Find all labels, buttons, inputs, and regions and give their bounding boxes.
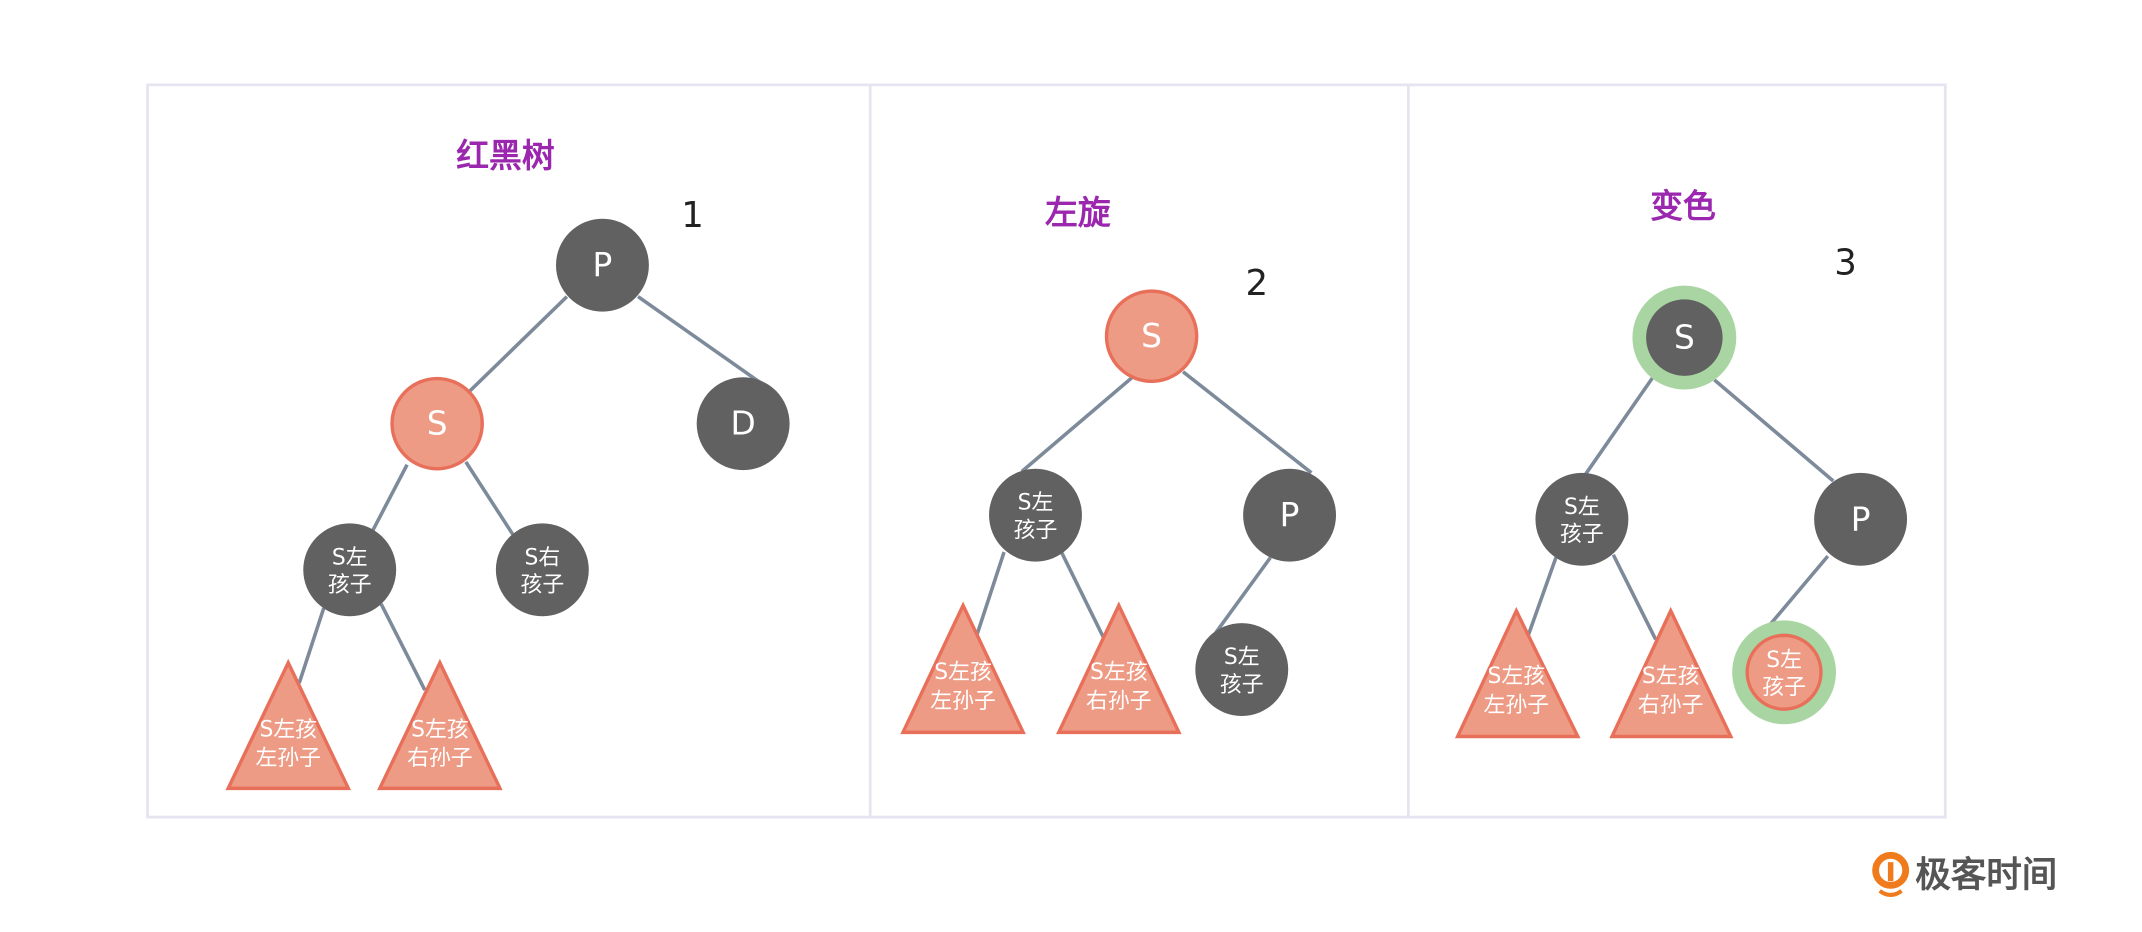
step-number: 3 bbox=[1834, 243, 1857, 284]
node-s-right-child: S右孩子 bbox=[495, 523, 589, 617]
edge bbox=[297, 607, 326, 684]
edge bbox=[1020, 375, 1134, 473]
svg-text:S左孩左孙子: S左孩左孙子 bbox=[930, 660, 996, 714]
svg-text:S左孩子: S左孩子 bbox=[1762, 648, 1806, 700]
step-number: 1 bbox=[681, 195, 704, 236]
edge bbox=[467, 295, 569, 394]
svg-text:S左孩左孙子: S左孩左孙子 bbox=[1484, 664, 1550, 718]
subtree-left-grandchild: S左孩左孙子 bbox=[225, 658, 352, 791]
panel-recolor: 变色 3 S S左孩子 P S左孩子 S左孩左孙子 S左孩右孙子 bbox=[1454, 187, 1908, 739]
svg-text:S: S bbox=[427, 405, 448, 443]
svg-text:P: P bbox=[593, 246, 613, 284]
svg-text:S左孩子: S左孩子 bbox=[1560, 495, 1604, 547]
panel-title: 红黑树 bbox=[456, 137, 554, 175]
node-s-left-child: S左孩子 bbox=[989, 468, 1082, 562]
panel-title: 左旋 bbox=[1045, 194, 1111, 232]
svg-text:S左孩左孙子: S左孩左孙子 bbox=[255, 717, 321, 771]
edge bbox=[1583, 376, 1655, 477]
diagram-frame bbox=[146, 83, 1947, 819]
subtree-right-grandchild: S左孩右孙子 bbox=[1056, 601, 1182, 735]
edge bbox=[1525, 556, 1558, 639]
subtree-right-grandchild: S左孩右孙子 bbox=[1609, 606, 1734, 739]
node-s: S bbox=[1104, 289, 1199, 384]
edge bbox=[1611, 554, 1658, 641]
node-s-recolored: S bbox=[1632, 285, 1737, 390]
svg-text:S左孩子: S左孩子 bbox=[1220, 645, 1264, 697]
edge bbox=[371, 463, 409, 532]
subtree-right-grandchild: S左孩右孙子 bbox=[377, 658, 503, 791]
node-p: P bbox=[1243, 468, 1337, 562]
logo-icon bbox=[1872, 851, 1910, 897]
svg-text:S: S bbox=[1141, 317, 1162, 355]
svg-text:S右孩子: S右孩子 bbox=[520, 545, 564, 597]
geektime-logo: 极客时间 bbox=[1872, 851, 2057, 897]
svg-text:S左孩右孙子: S左孩右孙子 bbox=[407, 717, 473, 771]
node-p-child: S左孩子 bbox=[1195, 623, 1289, 716]
edge bbox=[379, 603, 427, 691]
node-s: S bbox=[390, 376, 484, 471]
subtree-left-grandchild: S左孩左孙子 bbox=[900, 601, 1026, 735]
node-d: D bbox=[696, 377, 790, 471]
svg-text:S左孩子: S左孩子 bbox=[328, 545, 372, 597]
edge bbox=[1058, 548, 1106, 639]
node-p: P bbox=[1814, 472, 1908, 566]
node-p: P bbox=[555, 218, 649, 312]
edge bbox=[464, 460, 516, 537]
edge bbox=[1767, 555, 1830, 627]
edge bbox=[1181, 370, 1313, 475]
svg-text:D: D bbox=[731, 405, 756, 443]
subtree-left-grandchild: S左孩左孙子 bbox=[1454, 606, 1581, 739]
svg-text:P: P bbox=[1280, 496, 1300, 534]
panel-title: 变色 bbox=[1650, 187, 1716, 225]
node-s-left-child: S左孩子 bbox=[1535, 472, 1629, 566]
svg-text:S左孩子: S左孩子 bbox=[1014, 491, 1058, 543]
svg-text:P: P bbox=[1851, 500, 1871, 538]
svg-text:S左孩右孙子: S左孩右孙子 bbox=[1086, 660, 1152, 714]
edge bbox=[975, 551, 1006, 636]
svg-text:S: S bbox=[1674, 319, 1695, 357]
logo-text: 极客时间 bbox=[1915, 855, 2057, 896]
node-p-child-recolored: S左孩子 bbox=[1732, 620, 1836, 725]
edge bbox=[636, 295, 777, 396]
node-s-left-child: S左孩子 bbox=[303, 523, 397, 617]
edge bbox=[1713, 378, 1835, 483]
panel-left-rotate: 左旋 2 S S左孩子 P S左孩子 S左孩左孙子 S左孩右孙子 bbox=[900, 194, 1337, 735]
step-number: 2 bbox=[1245, 263, 1268, 304]
edge bbox=[1214, 556, 1272, 634]
panel-red-black-tree: 红黑树 1 P S D S左孩子 S右孩子 S左孩左孙子 S左孩右孙子 bbox=[225, 137, 790, 791]
svg-text:S左孩右孙子: S左孩右孙子 bbox=[1638, 664, 1704, 718]
